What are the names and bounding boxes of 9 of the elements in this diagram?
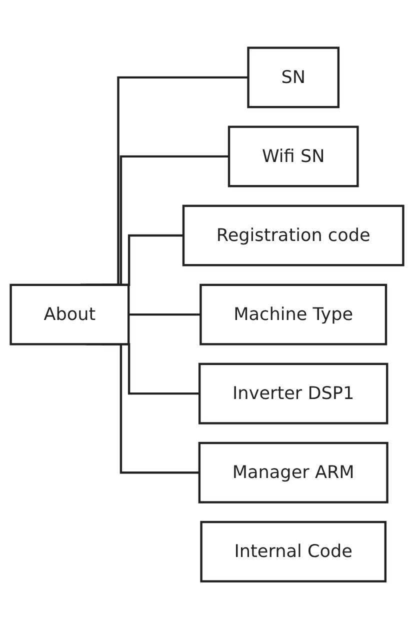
node-box: Manager ARM — [198, 442, 388, 504]
node-box: Registration code — [182, 205, 404, 267]
connector — [128, 314, 201, 316]
node-box: Internal Code — [200, 521, 386, 583]
node-box: Wifi SN — [228, 126, 359, 188]
node-box: About — [10, 284, 130, 346]
node-box: Inverter DSP1 — [198, 363, 388, 425]
node-box: SN — [247, 47, 340, 109]
node-box: Machine Type — [200, 284, 388, 346]
